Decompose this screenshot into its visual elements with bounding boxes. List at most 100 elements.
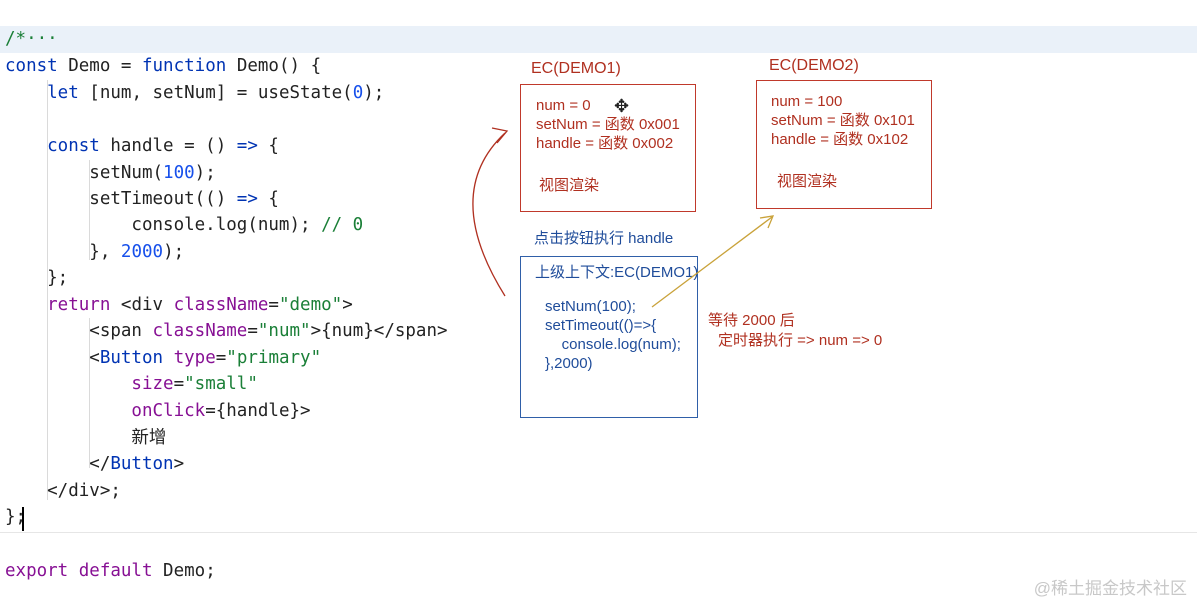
- ec2-title: EC(DEMO2): [769, 57, 859, 74]
- code-line: /*···: [5, 26, 58, 52]
- code-token: export default: [5, 561, 164, 581]
- code-line: <span className="num">{num}</span>: [5, 318, 448, 344]
- ec2-box: num = 100 setNum = 函数 0x101 handle = 函数 …: [756, 80, 932, 209]
- code-token: >: [173, 454, 185, 474]
- ec1-render-label: 视图渲染: [539, 177, 600, 194]
- click-handle-label: 点击按钮执行 handle: [534, 230, 674, 247]
- code-line: setTimeout(() => {: [5, 186, 279, 212]
- code-token: size: [5, 374, 174, 394]
- code-line: return <div className="demo">: [5, 292, 353, 318]
- code-token: );: [363, 83, 385, 103]
- code-token: "primary": [226, 348, 322, 368]
- code-token: =>: [236, 189, 269, 209]
- folded-line-highlight: [0, 26, 1197, 53]
- ec2-line-0: num = 100: [771, 93, 843, 110]
- code-token: let: [5, 83, 90, 103]
- code-line: };: [5, 265, 68, 291]
- code-line: </div>;: [5, 478, 121, 504]
- code-token: <span: [5, 321, 153, 341]
- text-cursor: [22, 507, 24, 531]
- code-token: setTimeout((): [5, 189, 237, 209]
- code-token: Demo =: [68, 56, 142, 76]
- code-token: >{num}</span>: [310, 321, 448, 341]
- code-line: const Demo = function Demo() {: [5, 53, 321, 79]
- watermark: @稀土掘金技术社区: [1033, 579, 1187, 598]
- handle-code-3: },2000): [545, 355, 593, 372]
- code-line: <Button type="primary": [5, 345, 321, 371]
- ec1-line-1: setNum = 函数 0x001: [536, 116, 680, 133]
- indent-guide: [89, 160, 90, 260]
- red-arrow-head: [491, 127, 509, 144]
- code-token: "num": [257, 321, 311, 341]
- code-token: Button: [99, 348, 174, 368]
- ec2-line-2: handle = 函数 0x102: [771, 131, 909, 148]
- code-token: const: [5, 56, 69, 76]
- code-token: =: [173, 374, 185, 394]
- code-token: =>: [236, 136, 269, 156]
- code-token: };: [5, 507, 27, 527]
- handle-context: 上级上下文:EC(DEMO1): [535, 264, 699, 281]
- code-token: function: [141, 56, 237, 76]
- code-token: "demo": [278, 295, 343, 315]
- code-token: {: [268, 189, 279, 209]
- code-line: onClick={handle}>: [5, 398, 311, 424]
- code-token: 0: [352, 83, 364, 103]
- wait-line-2: 定时器执行 => num => 0: [718, 332, 883, 349]
- code-token: 2000: [120, 242, 164, 262]
- code-token: </: [5, 454, 111, 474]
- code-token: "small": [184, 374, 258, 394]
- code-line: let [num, setNum] = useState(0);: [5, 80, 384, 106]
- code-line: 新增: [5, 425, 166, 451]
- gold-arrow-line: [651, 216, 773, 308]
- code-token: handle = (): [110, 136, 237, 156]
- gold-arrow-head: [759, 215, 775, 229]
- code-token: type: [173, 348, 216, 368]
- handle-box: 上级上下文:EC(DEMO1) setNum(100); setTimeout(…: [520, 256, 698, 418]
- indent-guide: [47, 80, 48, 500]
- code-token: },: [5, 242, 121, 262]
- code-token: );: [163, 242, 185, 262]
- ec2-line-1: setNum = 函数 0x101: [771, 112, 915, 129]
- code-token: setNum(: [5, 163, 164, 183]
- ec1-line-2: handle = 函数 0x002: [536, 135, 674, 152]
- code-line: </Button>: [5, 451, 184, 477]
- ec1-title: EC(DEMO1): [531, 60, 621, 77]
- code-token: ={handle}>: [205, 401, 311, 421]
- handle-code-2: console.log(num);: [545, 336, 681, 353]
- code-token: >: [342, 295, 353, 315]
- ec1-line-0: num = 0: [536, 97, 591, 114]
- code-token: 新增: [5, 428, 167, 448]
- code-token: return: [5, 295, 121, 315]
- code-token: onClick: [5, 401, 206, 421]
- handle-code-1: setTimeout(()=>{: [545, 317, 657, 334]
- code-token: console.log(num);: [5, 215, 322, 235]
- code-token: className: [152, 321, 248, 341]
- red-curve-arrow: [472, 132, 506, 297]
- code-token: Demo;: [163, 561, 216, 581]
- code-token: // 0: [321, 215, 364, 235]
- code-token: =: [247, 321, 258, 341]
- code-divider: [0, 532, 1197, 533]
- code-token: Demo() {: [236, 56, 322, 76]
- ec1-box: num = 0 setNum = 函数 0x001 handle = 函数 0x…: [520, 84, 696, 212]
- code-token: =: [215, 348, 227, 368]
- code-token: Button: [110, 454, 174, 474]
- code-line: }, 2000);: [5, 239, 184, 265]
- code-token: <div: [120, 295, 174, 315]
- code-token: );: [194, 163, 216, 183]
- code-token: const: [5, 136, 111, 156]
- code-line: export default Demo;: [5, 558, 216, 584]
- code-line: console.log(num); // 0: [5, 212, 363, 238]
- code-token: </div>;: [5, 481, 121, 501]
- code-token: /*···: [5, 29, 58, 49]
- move-cursor-icon: ✥: [614, 96, 630, 116]
- code-token: {: [268, 136, 279, 156]
- code-line: setNum(100);: [5, 160, 216, 186]
- wait-line-1: 等待 2000 后: [708, 312, 795, 329]
- code-token: [num, setNum] = useState(: [89, 83, 353, 103]
- code-line: };: [5, 504, 26, 530]
- indent-guide: [89, 318, 90, 468]
- code-token: };: [5, 268, 69, 288]
- code-token: 100: [163, 163, 195, 183]
